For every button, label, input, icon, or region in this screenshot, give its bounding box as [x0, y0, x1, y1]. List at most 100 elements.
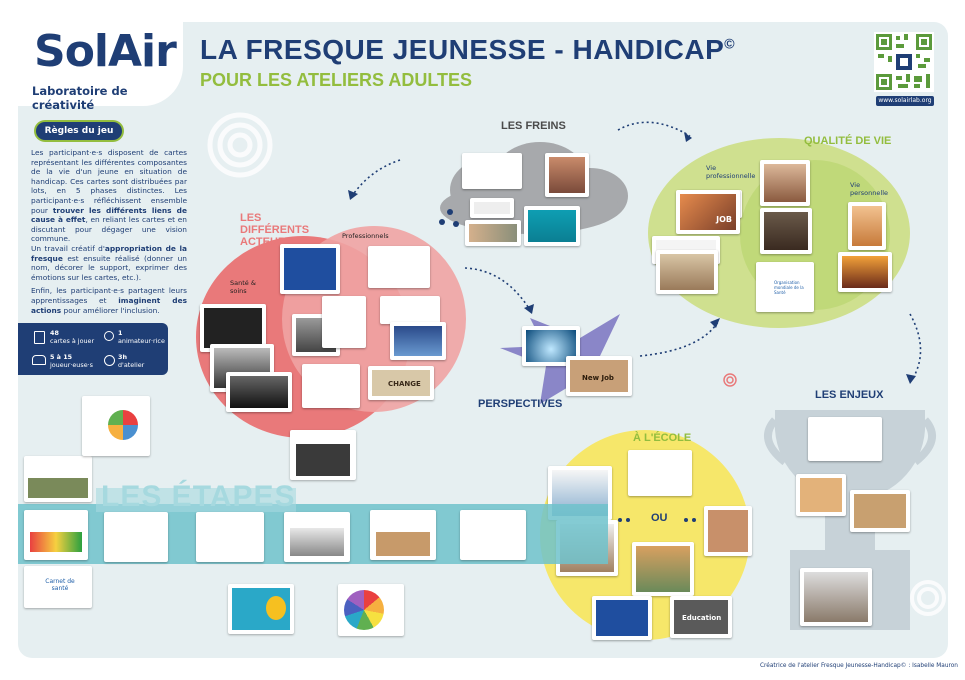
rules-text: Les participant·e·s disposent de cartes … [31, 148, 187, 315]
page-subtitle: POUR LES ATELIERS ADULTES [200, 70, 473, 90]
card-image [854, 494, 906, 528]
phase-card-4[interactable] [104, 512, 168, 562]
phase-card-7[interactable] [370, 510, 436, 560]
card-image [306, 368, 356, 404]
card-freins-4[interactable] [465, 220, 521, 246]
card-qualite-6[interactable] [760, 208, 812, 254]
card-freins-3[interactable] [470, 198, 514, 218]
card-image [290, 528, 344, 556]
card-qualite-2[interactable]: JOB [676, 190, 740, 234]
phase-card-2[interactable] [24, 510, 88, 560]
stat-animator-label: animateur·rice [118, 337, 165, 345]
card-qualite-5[interactable] [760, 160, 810, 206]
card-freins-5[interactable] [524, 206, 580, 246]
phase-card-pie[interactable] [82, 396, 150, 456]
card-image [570, 360, 628, 392]
card-qualite-4[interactable] [656, 250, 718, 294]
card-perspectives-2[interactable]: New Job [566, 356, 632, 396]
card-freins-1[interactable] [462, 153, 522, 189]
card-acteurs-1[interactable] [280, 244, 340, 294]
wheel-image [344, 590, 384, 630]
phase-card-3[interactable]: Carnet de santé [24, 566, 92, 608]
phase-card-wheel[interactable] [338, 584, 404, 636]
smiley-icon [266, 596, 286, 620]
stat-cards-label: cartes à jouer [50, 337, 95, 345]
card-qualite-7[interactable]: Organisation mondiale de la Santé [756, 262, 814, 312]
rules-p1-a: Les participant·e·s disposent de cartes … [31, 148, 187, 215]
phase-card-5[interactable] [196, 512, 264, 562]
zone-label-ou: OU [651, 512, 668, 524]
card-image [30, 532, 82, 552]
card-image [800, 478, 842, 512]
card-image [528, 210, 576, 242]
card-acteurs-6[interactable] [380, 296, 440, 324]
card-enjeux-4[interactable] [800, 568, 872, 626]
website-url[interactable]: www.solairlab.org [876, 96, 934, 106]
phase-card-arrows[interactable] [290, 430, 356, 480]
card-ecole-7[interactable]: Education [670, 596, 732, 638]
card-ecole-4[interactable] [704, 506, 752, 556]
phase-card-8[interactable] [460, 510, 526, 560]
card-image [326, 300, 362, 344]
card-perspectives-1[interactable] [522, 326, 580, 366]
card-acteurs-11[interactable]: CHANGE [368, 366, 434, 400]
card-image [674, 600, 728, 634]
phase-card-balloon[interactable] [228, 584, 294, 634]
card-enjeux-2[interactable] [796, 474, 846, 516]
stat-players-label: joueur·euse·s [50, 361, 93, 369]
card-acteurs-7[interactable] [390, 322, 446, 360]
card-education-text: Education [682, 614, 722, 622]
card-ecole-5[interactable] [632, 542, 694, 596]
stat-cards-number: 48 [50, 329, 59, 337]
logo-box: SolAir Laboratoire de créativité [8, 10, 183, 112]
card-image [474, 202, 510, 214]
zone-label-enjeux: LES ENJEUX [815, 389, 884, 401]
phase-card-1[interactable] [24, 456, 92, 502]
rules-p2-c: est ensuite réalisé (donner un nom, déco… [31, 253, 187, 282]
label-professionnels: Professionnels [342, 232, 389, 240]
card-image [632, 454, 688, 492]
spiral-small [723, 373, 737, 387]
card-acteurs-5[interactable] [322, 296, 366, 348]
stat-hours-label: d'atelier [118, 361, 145, 369]
card-freins-2[interactable] [545, 153, 589, 197]
rules-p1-c: , en reliant les cartes et en discutant … [31, 215, 187, 244]
card-enjeux-3[interactable] [850, 490, 910, 532]
card-image [372, 250, 426, 284]
rules-p3-c: pour améliorer l'inclusion. [61, 305, 160, 315]
card-acteurs-2[interactable] [368, 246, 430, 288]
rules-p2-a: Un travail créatif d' [31, 243, 105, 253]
card-change-text: CHANGE [388, 380, 421, 388]
card-enjeux-1[interactable] [808, 417, 882, 461]
label-vie-perso: Vie personnelle [850, 181, 889, 197]
card-image [296, 444, 350, 476]
zone-label-freins: LES FREINS [501, 120, 566, 132]
page-title-text: LA FRESQUE JEUNESSE - HANDICAP [200, 34, 725, 65]
animator-icon [104, 331, 114, 341]
card-image [466, 157, 518, 185]
page-title: LA FRESQUE JEUNESSE - HANDICAP© [200, 34, 735, 66]
zone-label-acteurs: LES DIFFÉRENTS ACTEURS [240, 212, 310, 248]
phase-card-6[interactable] [284, 512, 350, 562]
card-image [804, 572, 868, 622]
copyright-mark: © [724, 35, 736, 52]
card-image [842, 256, 888, 288]
zone-label-ecole: À L'ÉCOLE [633, 432, 692, 444]
players-icon [32, 355, 46, 365]
rules-p2-b: appropriation de la fresque [31, 243, 187, 263]
card-image [764, 212, 808, 250]
stat-players-number: 5 à 15 [50, 353, 73, 361]
card-qualite-9[interactable] [838, 252, 892, 292]
card-ecole-1[interactable] [628, 450, 692, 496]
card-qualite-8[interactable] [848, 202, 886, 250]
card-image [596, 600, 648, 636]
zone-label-etapes: LES ÉTAPES [101, 480, 296, 513]
card-acteurs-9[interactable] [226, 372, 292, 412]
card-ecole-6[interactable] [592, 596, 652, 640]
card-acteurs-10[interactable] [302, 364, 360, 408]
card-image [549, 157, 585, 193]
